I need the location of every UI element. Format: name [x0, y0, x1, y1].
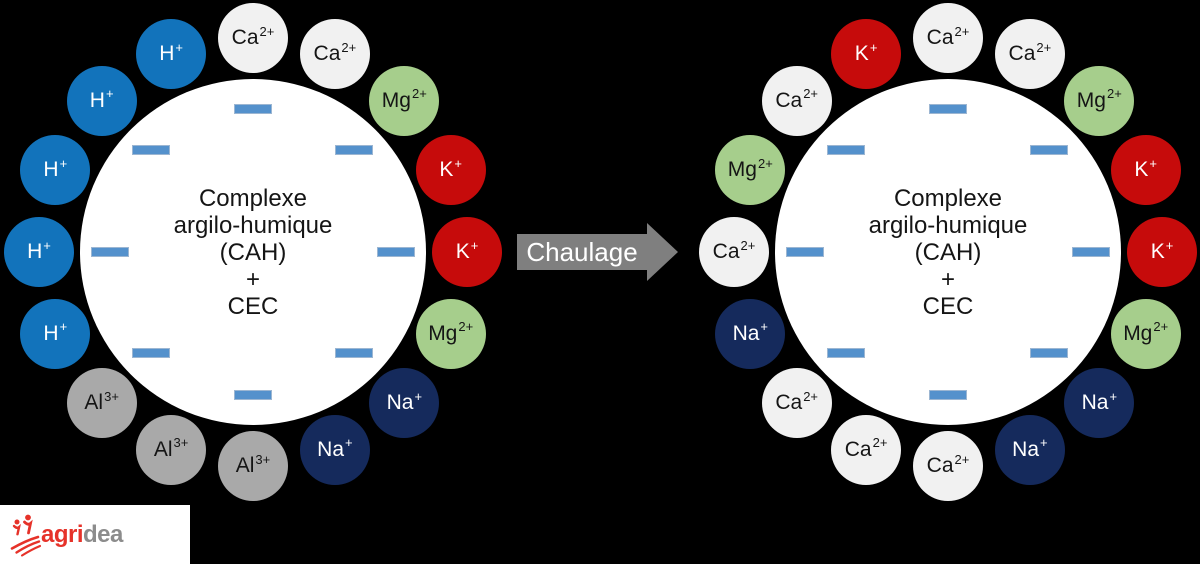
ion-h: H+ — [136, 19, 207, 90]
liming-arrow-label: Chaulage — [526, 236, 638, 267]
negative-charge-bar — [928, 103, 967, 114]
cah-label: Complexe argilo-humique (CAH) + CEC — [80, 79, 426, 425]
cah-circle — [80, 79, 426, 425]
cah-label-line: + — [940, 265, 955, 293]
ion-k: K+ — [1110, 135, 1181, 206]
agridea-people-icon — [10, 514, 42, 557]
ion-k: K+ — [432, 217, 502, 287]
agridea-wordmark-red: agri — [41, 521, 84, 548]
cah-label-line: Complexe — [893, 184, 1003, 212]
negative-charge-bar — [1029, 145, 1068, 156]
negative-charge-bar — [334, 347, 373, 358]
negative-charge-bar — [785, 246, 824, 257]
negative-charge-bar — [827, 347, 866, 358]
cah-label-line: CEC — [227, 292, 279, 320]
cah-label-line: argilo-humique — [173, 211, 333, 239]
ion-k: K+ — [1127, 217, 1197, 287]
negative-charge-bar — [132, 347, 171, 358]
negative-charge-bar — [233, 103, 272, 114]
negative-charge-bar — [334, 145, 373, 156]
negative-charge-bar — [827, 145, 866, 156]
ion-na: Na+ — [1064, 368, 1135, 439]
ion-na: Na+ — [994, 414, 1065, 485]
liming-arrow — [517, 223, 678, 281]
ion-na: Na+ — [715, 298, 786, 369]
cah-label-line: (CAH) — [914, 238, 982, 266]
agridea-wordmark-gray: dea — [83, 521, 123, 548]
cah-label-line: + — [245, 265, 260, 293]
negative-charge-bar — [376, 246, 415, 257]
ion-h: H+ — [20, 135, 91, 206]
ion-k: K+ — [415, 135, 486, 206]
ion-na: Na+ — [299, 414, 370, 485]
arrow-shape — [517, 223, 678, 281]
ion-h: H+ — [4, 217, 74, 287]
cah-circle — [775, 79, 1121, 425]
negative-charge-bar — [90, 246, 129, 257]
negative-charge-bar — [1029, 347, 1068, 358]
negative-charge-bar — [1071, 246, 1110, 257]
ion-na: Na+ — [369, 368, 440, 439]
cah-label-line: Complexe — [198, 184, 308, 212]
negative-charge-bar — [233, 389, 272, 400]
agridea-logo: agridea — [0, 505, 190, 564]
cah-label-line: (CAH) — [219, 238, 287, 266]
agridea-wordmark: agridea — [41, 521, 123, 549]
cah-label-line: argilo-humique — [868, 211, 1028, 239]
ion-h: H+ — [20, 298, 91, 369]
cah-label: Complexe argilo-humique (CAH) + CEC — [775, 79, 1121, 425]
cah-label-line: CEC — [922, 292, 974, 320]
negative-charge-bar — [132, 145, 171, 156]
ion-h: H+ — [66, 65, 137, 136]
ion-k: K+ — [831, 19, 902, 90]
negative-charge-bar — [928, 389, 967, 400]
